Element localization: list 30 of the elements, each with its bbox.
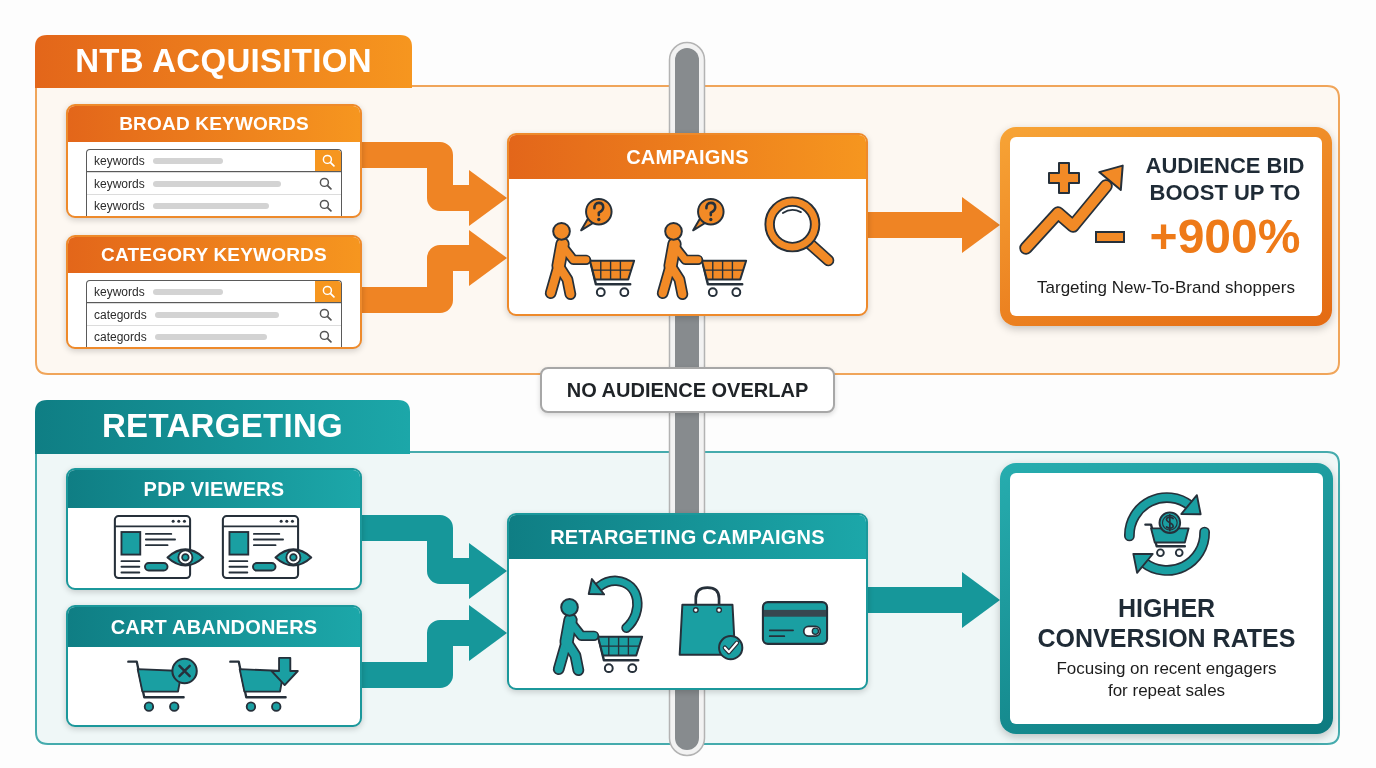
flow-arrow	[868, 572, 1000, 628]
section-title: NTB ACQUISITION	[74, 40, 373, 81]
section-panel	[35, 35, 1340, 375]
search-term: categords	[94, 307, 147, 322]
section-title: RETARGETING	[101, 406, 344, 446]
search-term: keywords	[94, 198, 145, 213]
card-title: PDP VIEWERS	[68, 470, 360, 508]
keyword-card	[66, 235, 362, 349]
search-term: keywords	[94, 153, 145, 168]
separator-label: NO AUDIENCE OVERLAP	[540, 367, 835, 413]
campaign-card	[507, 133, 868, 316]
result-note: Focusing on recent engagers for repeat sales	[1055, 658, 1278, 702]
flow-arrow	[868, 197, 1000, 253]
keyword-card	[66, 104, 362, 218]
card-title: CATEGORY KEYWORDS	[68, 237, 360, 273]
result-heading: HIGHER CONVERSION RATES	[1036, 593, 1297, 653]
audience-card	[66, 468, 362, 590]
card-title: CAMPAIGNS	[509, 135, 866, 179]
search-term: keywords	[94, 284, 145, 299]
audience-card	[66, 605, 362, 727]
card-title: CART ABANDONERS	[68, 607, 360, 647]
search-term: keywords	[94, 176, 145, 191]
card-title: RETARGETING CAMPAIGNS	[509, 515, 866, 559]
section-panel	[35, 400, 1340, 745]
result-heading: AUDIENCE BID BOOST UP TO	[1144, 152, 1306, 206]
result-value: +900%	[1148, 209, 1302, 265]
search-term: categords	[94, 329, 147, 344]
result-note: Targeting New-To-Brand shoppers	[1036, 277, 1296, 299]
card-title: BROAD KEYWORDS	[68, 106, 360, 142]
campaign-card	[507, 513, 868, 690]
